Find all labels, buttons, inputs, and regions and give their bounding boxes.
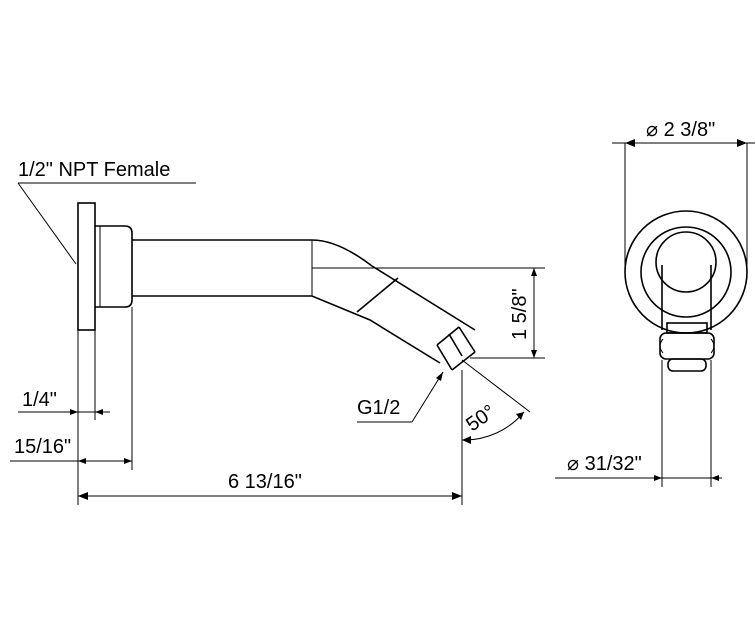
flange-depth-label: 15/16"	[14, 436, 71, 458]
arrow	[462, 436, 471, 444]
front-view: ⌀ 2 3/8" ⌀ 31/32"	[555, 119, 755, 487]
arm-pipe-lower	[132, 295, 441, 364]
pipe-bore-circle	[655, 231, 717, 293]
outlet-thread-label: G1/2	[357, 397, 400, 419]
arrow	[531, 350, 537, 358]
side-view: 1/2" NPT Female 1/4" 15/16" 6 13/16" 1 5…	[10, 159, 545, 505]
arrow	[711, 475, 719, 481]
arrow	[78, 492, 88, 500]
wall-flange	[77, 202, 96, 331]
arrow	[531, 268, 537, 276]
taper-line	[356, 277, 399, 313]
flange-outer-circle	[624, 210, 748, 334]
outlet-nut	[436, 326, 476, 371]
flange-collar	[95, 225, 133, 308]
arm-pipe	[132, 239, 476, 331]
angle-label: 50°	[462, 401, 499, 436]
arrow	[95, 409, 103, 415]
arrow	[737, 139, 747, 147]
arrow	[70, 409, 78, 415]
inlet-label: 1/2" NPT Female	[18, 159, 170, 181]
flange-inner-circle	[640, 226, 732, 318]
drop-label: 1 5/8"	[509, 288, 531, 340]
inlet-leader	[17, 182, 77, 265]
outlet-pipe	[661, 265, 712, 330]
arrow	[516, 412, 524, 420]
arrow	[625, 139, 635, 147]
thread-leader	[411, 371, 444, 423]
arrow	[436, 372, 443, 381]
outlet-tip	[667, 358, 707, 372]
angle-ray	[461, 359, 531, 413]
outlet-nut-front	[659, 332, 715, 360]
flange-thickness-label: 1/4"	[22, 389, 57, 411]
nut-knurl	[659, 338, 715, 354]
outlet-diameter-label: ⌀ 31/32"	[567, 453, 642, 475]
arrow	[124, 458, 132, 464]
arrow	[452, 492, 462, 500]
flange-diameter-label: ⌀ 2 3/8"	[646, 119, 715, 141]
arrow	[78, 458, 86, 464]
length-label: 6 13/16"	[228, 471, 302, 493]
arrow	[654, 475, 662, 481]
